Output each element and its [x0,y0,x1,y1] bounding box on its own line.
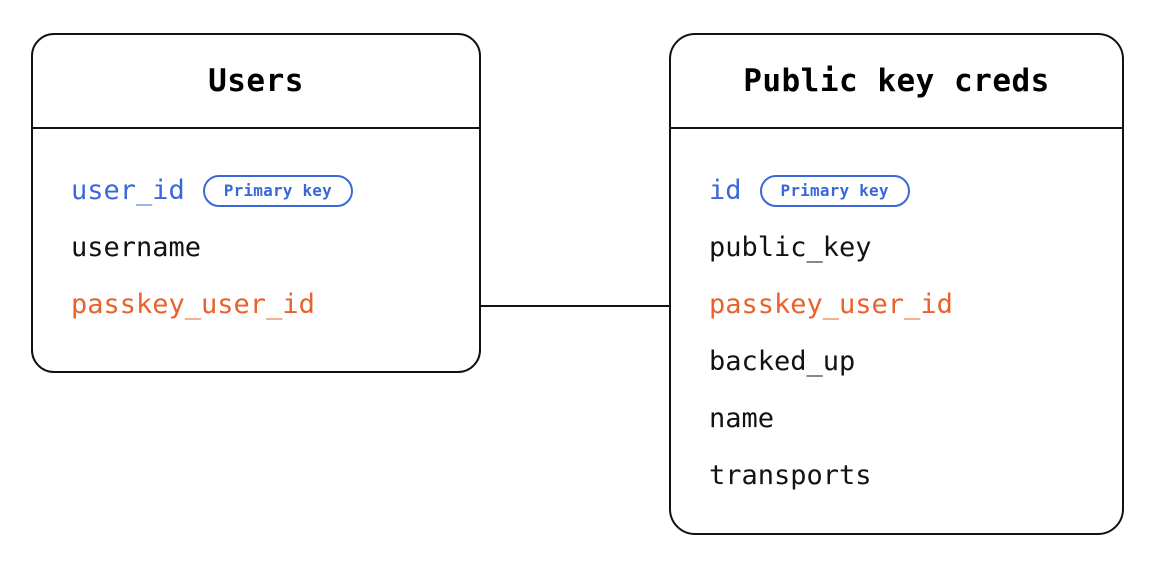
primary-key-badge-label: Primary key [780,180,889,200]
field-row-name[interactable]: name [709,390,1102,447]
entity-users-title: Users [208,62,304,99]
field-row-passkey-user-id[interactable]: passkey_user_id [71,276,459,333]
field-label-passkey-user-id: passkey_user_id [71,289,315,320]
field-label-passkey-user-id: passkey_user_id [709,289,953,320]
field-row-transports[interactable]: transports [709,447,1102,504]
field-label-backed-up: backed_up [709,346,856,377]
entity-users[interactable]: Users user_id Primary key username passk… [31,33,481,373]
primary-key-badge: Primary key [202,174,353,207]
field-label-public-key: public_key [709,232,872,263]
field-label-id: id [709,175,742,206]
entity-public-key-creds[interactable]: Public key creds id Primary key public_k… [669,33,1124,535]
field-row-user-id[interactable]: user_id Primary key [71,162,459,219]
primary-key-badge-label: Primary key [223,180,332,200]
field-label-name: name [709,403,775,434]
field-row-passkey-user-id[interactable]: passkey_user_id [709,276,1102,333]
field-label-user-id: user_id [71,175,185,206]
field-row-public-key[interactable]: public_key [709,219,1102,276]
entity-public-key-creds-title: Public key creds [743,62,1050,99]
field-label-transports: transports [709,460,872,491]
entity-public-key-creds-header: Public key creds [671,35,1122,129]
field-row-backed-up[interactable]: backed_up [709,333,1102,390]
entity-public-key-creds-field-list: id Primary key public_key passkey_user_i… [671,129,1122,504]
field-row-username[interactable]: username [71,219,459,276]
entity-users-field-list: user_id Primary key username passkey_use… [33,129,479,333]
relationship-connector-line [479,305,671,307]
field-label-username: username [71,232,202,263]
entity-users-header: Users [33,35,479,129]
field-row-id[interactable]: id Primary key [709,162,1102,219]
primary-key-badge: Primary key [759,174,910,207]
